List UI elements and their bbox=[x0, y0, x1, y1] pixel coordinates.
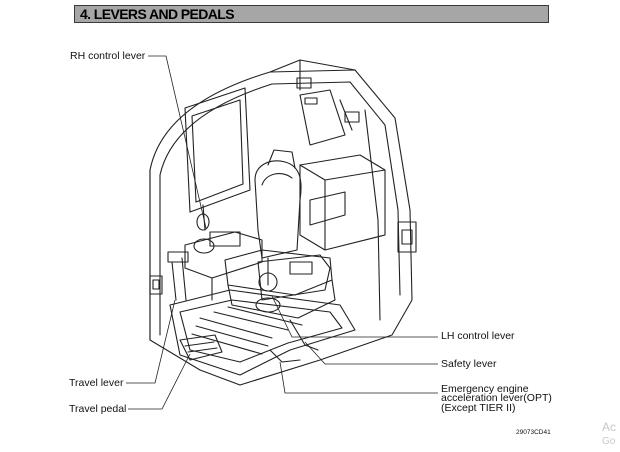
safety-lever-label: Safety lever bbox=[441, 358, 497, 370]
travel-lever-label: Travel lever bbox=[69, 377, 124, 389]
watermark-line2: Go bbox=[602, 436, 616, 447]
lh-control-lever-label: LH control lever bbox=[441, 330, 515, 342]
travel-pedal-label: Travel pedal bbox=[69, 403, 127, 415]
figure-code: 29073CD41 bbox=[516, 429, 551, 436]
section-title-bar: 4. LEVERS AND PEDALS bbox=[74, 5, 549, 23]
emergency-lever-label-line3: (Except TIER II) bbox=[441, 402, 516, 414]
emergency-lever-label-line2: acceleration lever(OPT) bbox=[441, 392, 552, 404]
watermark-line1: Ac bbox=[602, 420, 617, 434]
rh-control-lever-label: RH control lever bbox=[70, 50, 146, 62]
section-title: 4. LEVERS AND PEDALS bbox=[80, 6, 235, 22]
emergency-lever-label-line1: Emergency engine bbox=[441, 383, 529, 395]
